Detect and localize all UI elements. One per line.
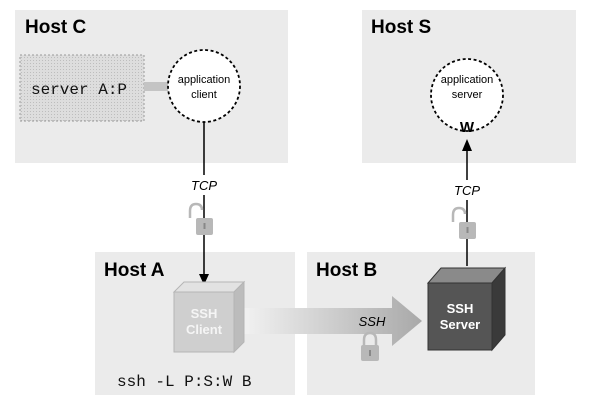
closed-padlock-icon xyxy=(361,331,379,361)
tcp-connection-left: TCP xyxy=(186,122,222,285)
host-b-label: Host B xyxy=(316,260,377,281)
tcp-label-right: TCP xyxy=(454,183,480,198)
server-port-label: W xyxy=(460,119,475,136)
host-c-label: Host C xyxy=(25,17,87,38)
host-a-label: Host A xyxy=(104,260,165,281)
ssh-client-line2: Client xyxy=(186,322,223,337)
ssh-server-cube: SSH Server xyxy=(426,266,507,352)
arrowhead-up-icon xyxy=(462,139,472,151)
ssh-client-cube: SSH Client xyxy=(172,280,246,354)
ssh-server-line1: SSH xyxy=(447,301,474,316)
application-server-node: application server W xyxy=(430,58,504,136)
open-padlock-icon xyxy=(451,206,476,239)
host-s-label: Host S xyxy=(371,17,431,38)
tcp-connection-right: TCP xyxy=(449,139,485,266)
open-padlock-icon xyxy=(188,202,213,235)
client-connector xyxy=(144,82,169,91)
forwarded-server-label: server A:P xyxy=(31,81,127,99)
application-client-line1: application xyxy=(178,74,231,86)
application-client-node: application client xyxy=(167,49,241,123)
forwarded-server-box: server A:P xyxy=(19,54,145,122)
ssh-client-line1: SSH xyxy=(191,306,218,321)
ssh-server-line2: Server xyxy=(440,317,480,332)
ssh-tunnel: SSH xyxy=(242,296,422,361)
application-server-line1: application xyxy=(441,74,494,86)
arrowhead-down-icon xyxy=(199,274,209,285)
tcp-label-left: TCP xyxy=(191,178,217,193)
application-server-line2: server xyxy=(452,89,483,101)
ssh-command-text: ssh -L P:S:W B xyxy=(117,373,251,391)
application-client-line2: client xyxy=(191,89,217,101)
ssh-tunnel-label: SSH xyxy=(359,314,386,329)
